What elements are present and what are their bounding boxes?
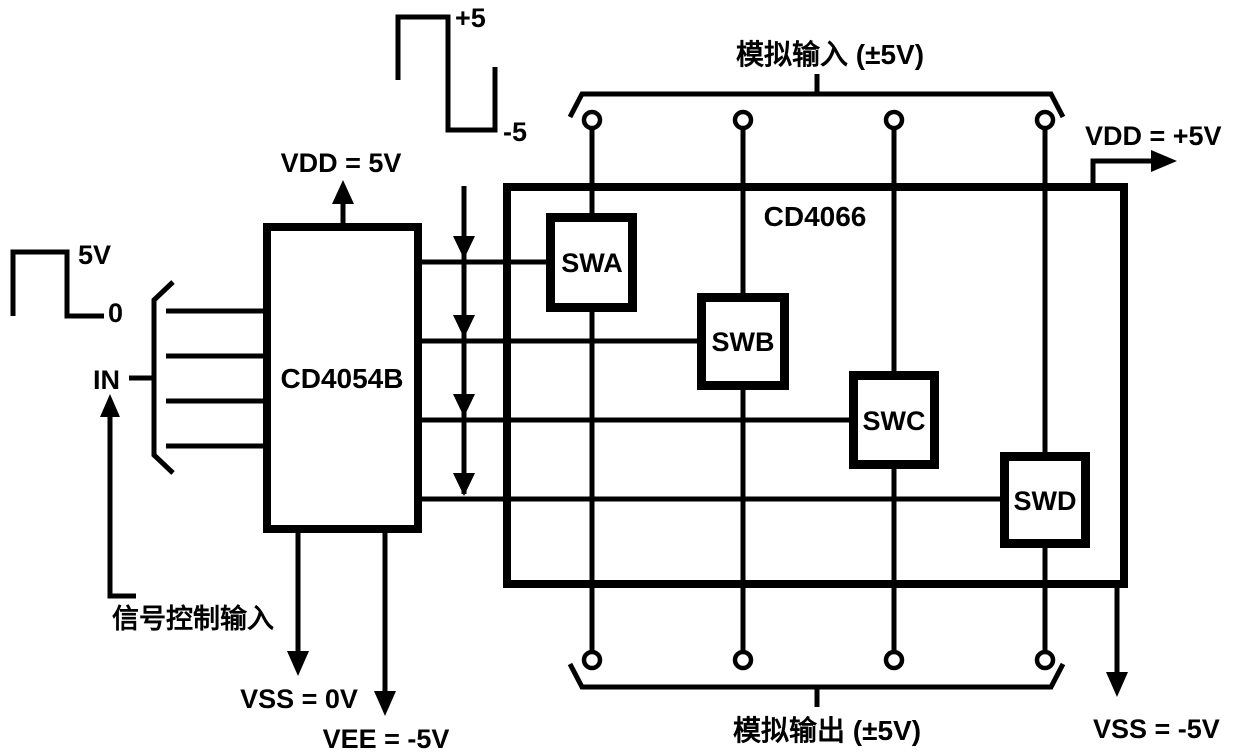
swa-box (546, 213, 637, 312)
swa-label: SWA (561, 248, 623, 278)
cd4066-group: CD4066 SWA SWB SWC SWD VDD = +5V VSS = -… (503, 121, 1222, 744)
analog-waveform-low-label: -5 (503, 117, 527, 147)
analog-waveform: +5 -5 (395, 3, 527, 147)
in-label: IN (93, 365, 120, 395)
signal-control-label: 信号控制输入 (112, 603, 274, 634)
analog-input-terminal-2-icon (732, 109, 754, 131)
down-arrowhead-2-icon (453, 315, 475, 338)
cd4054b-box (263, 223, 422, 533)
cd4054b-vdd-up-arrowhead-icon (332, 180, 354, 204)
control-output-wires (422, 259, 1004, 502)
cd4066-vdd-stem (1090, 158, 1153, 185)
analog-input-group: 模拟输入 (±5V) (567, 38, 1066, 119)
logic-waveform: 5V 0 (10, 240, 123, 328)
analog-input-brace (567, 91, 1066, 119)
terminal-circles (581, 109, 1056, 671)
swb-label: SWB (712, 327, 775, 357)
cd4054b-vss-down-arrowhead-icon (287, 651, 309, 676)
down-arrowhead-4-icon (453, 473, 475, 496)
analog-output-group: 模拟输出 (±5V) (567, 662, 1066, 746)
control-arrow-column (453, 186, 475, 496)
cd4054b-vss-label: VSS = 0V (240, 684, 358, 714)
analog-output-terminal-4-icon (1034, 649, 1056, 671)
analog-output-terminal-2-icon (732, 649, 754, 671)
analog-output-brace (567, 662, 1066, 690)
down-arrowhead-1-icon (453, 236, 475, 259)
analog-waveform-high-label: +5 (455, 3, 486, 33)
analog-input-terminal-3-icon (883, 109, 905, 131)
cd4066-vss-down-arrowhead-icon (1106, 672, 1128, 697)
swd-box (1000, 452, 1090, 548)
in-input-group: IN (93, 280, 264, 475)
signal-control-input-group: 信号控制输入 (100, 394, 274, 634)
cd4066-vdd-label: VDD = +5V (1085, 121, 1222, 151)
logic-waveform-low-label: 0 (108, 298, 123, 328)
cd4054b-label: CD4054B (281, 363, 404, 394)
swb-box (697, 293, 789, 390)
cd4066-vss-label: VSS = -5V (1093, 714, 1220, 744)
cd4054b-vee-label: VEE = -5V (323, 724, 450, 752)
swc-box (849, 371, 939, 469)
swc-label: SWC (863, 406, 926, 436)
down-arrowhead-3-icon (453, 394, 475, 417)
cd4066-box (503, 183, 1128, 588)
cd4054b-vee-down-arrowhead-icon (374, 691, 396, 716)
cd4066-label: CD4066 (764, 201, 867, 232)
logic-waveform-high-label: 5V (78, 240, 111, 270)
cd4066-vdd-right-arrowhead-icon (1151, 150, 1177, 172)
cd4054b-vdd-label: VDD = 5V (281, 148, 402, 178)
analog-output-label: 模拟输出 (±5V) (733, 714, 921, 746)
analog-input-label: 模拟输入 (±5V) (736, 38, 924, 70)
analog-output-terminal-1-icon (581, 649, 603, 671)
cd4054b-group: CD4054B VDD = 5V VSS = 0V VEE = -5V (240, 148, 449, 752)
analog-waveform-shape (395, 14, 498, 133)
analog-output-terminal-3-icon (883, 649, 905, 671)
swd-label: SWD (1014, 486, 1077, 516)
analog-input-terminal-1-icon (581, 109, 603, 131)
signal-control-arrow-line (107, 413, 136, 599)
signal-control-up-arrowhead-icon (100, 394, 120, 417)
logic-waveform-shape (10, 249, 104, 319)
analog-input-terminal-4-icon (1034, 109, 1056, 131)
